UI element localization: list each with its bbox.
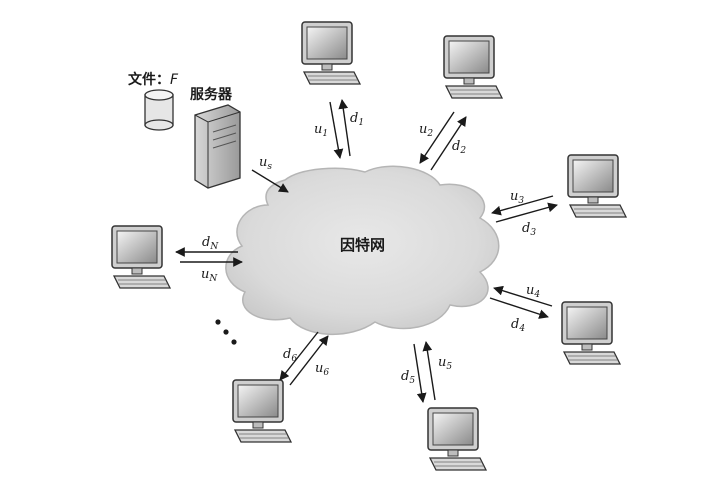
peer-3-download-arrow xyxy=(495,202,558,223)
file-label-text: 文件： xyxy=(128,71,170,88)
d-sub: 4 xyxy=(518,324,525,334)
u-var: u xyxy=(438,355,446,370)
server-u-var: u xyxy=(259,155,267,170)
peer-2-computer-icon xyxy=(443,35,503,99)
peer-3-upload-arrow xyxy=(491,195,554,216)
d-var: d xyxy=(452,139,460,154)
peer-5-upload-label: u5 xyxy=(438,355,452,372)
peer-n-download-label: dN xyxy=(202,235,219,252)
u-sub: 2 xyxy=(426,129,433,139)
peer-6-upload-label: u6 xyxy=(315,361,329,378)
internet-label: 因特网 xyxy=(340,236,385,254)
d-var: d xyxy=(202,235,210,250)
u-var: u xyxy=(526,283,534,298)
d-var: d xyxy=(511,317,519,332)
peer-2-upload-arrow xyxy=(419,111,455,164)
peer-n-computer-icon xyxy=(111,225,171,289)
peer-2-upload-label: u2 xyxy=(419,122,433,139)
peer-6-computer-icon xyxy=(232,379,292,443)
peer-5-upload-arrow xyxy=(422,341,436,401)
peer-1-download-label: d1 xyxy=(350,111,364,128)
peer-n-upload-label: uN xyxy=(201,267,218,284)
d-sub: 3 xyxy=(530,228,536,238)
peer-5-computer-icon xyxy=(427,407,487,471)
server-upload-label: us xyxy=(259,155,272,172)
peer-4-download-arrow xyxy=(489,297,549,319)
u-var: u xyxy=(314,122,322,137)
file-database-icon xyxy=(144,89,174,131)
u-var: u xyxy=(510,189,518,204)
internet-cloud xyxy=(225,165,500,336)
peer-1-upload-label: u1 xyxy=(314,122,328,139)
server-u-sub: s xyxy=(267,162,272,172)
peer-4-upload-arrow xyxy=(493,285,553,307)
u-sub: 4 xyxy=(533,290,540,300)
u-sub: N xyxy=(208,274,218,284)
d-sub: 5 xyxy=(409,376,415,386)
server-upload-arrow xyxy=(251,169,289,193)
d-sub: 6 xyxy=(291,354,297,364)
peer-5-download-label: d5 xyxy=(401,369,415,386)
peer-6-download-arrow xyxy=(279,331,319,381)
peer-4-upload-label: u4 xyxy=(526,283,540,300)
d-sub: 1 xyxy=(358,118,364,128)
peer-1-upload-arrow xyxy=(329,101,344,159)
server-label: 服务器 xyxy=(190,86,233,103)
peer-3-upload-label: u3 xyxy=(510,189,524,206)
d-var: d xyxy=(350,111,358,126)
d-sub: N xyxy=(209,242,219,252)
peer-2-download-arrow xyxy=(430,116,467,171)
u-var: u xyxy=(201,267,209,282)
u-sub: 5 xyxy=(446,362,452,372)
u-var: u xyxy=(315,361,323,376)
peer-4-download-label: d4 xyxy=(511,317,525,334)
d-var: d xyxy=(401,369,409,384)
peer-4-computer-icon xyxy=(561,301,621,365)
peer-1-download-arrow xyxy=(338,99,351,157)
d-var: d xyxy=(283,347,291,362)
u-sub: 6 xyxy=(323,368,329,378)
peer-3-computer-icon xyxy=(567,154,627,218)
u-var: u xyxy=(419,122,427,137)
u-sub: 1 xyxy=(322,129,328,139)
peer-1-computer-icon xyxy=(301,21,361,85)
u-sub: 3 xyxy=(518,196,524,206)
peer-3-download-label: d3 xyxy=(522,221,536,238)
peer-6-upload-arrow xyxy=(289,335,329,386)
more-peers-ellipsis xyxy=(215,319,237,345)
peer-6-download-label: d6 xyxy=(283,347,297,364)
d-var: d xyxy=(522,221,530,236)
file-label: 文件：F xyxy=(128,71,179,88)
d-sub: 2 xyxy=(459,146,466,156)
server-icon xyxy=(194,104,241,189)
peer-2-download-label: d2 xyxy=(452,139,466,156)
file-variable: F xyxy=(170,72,179,88)
peer-5-download-arrow xyxy=(413,343,427,403)
